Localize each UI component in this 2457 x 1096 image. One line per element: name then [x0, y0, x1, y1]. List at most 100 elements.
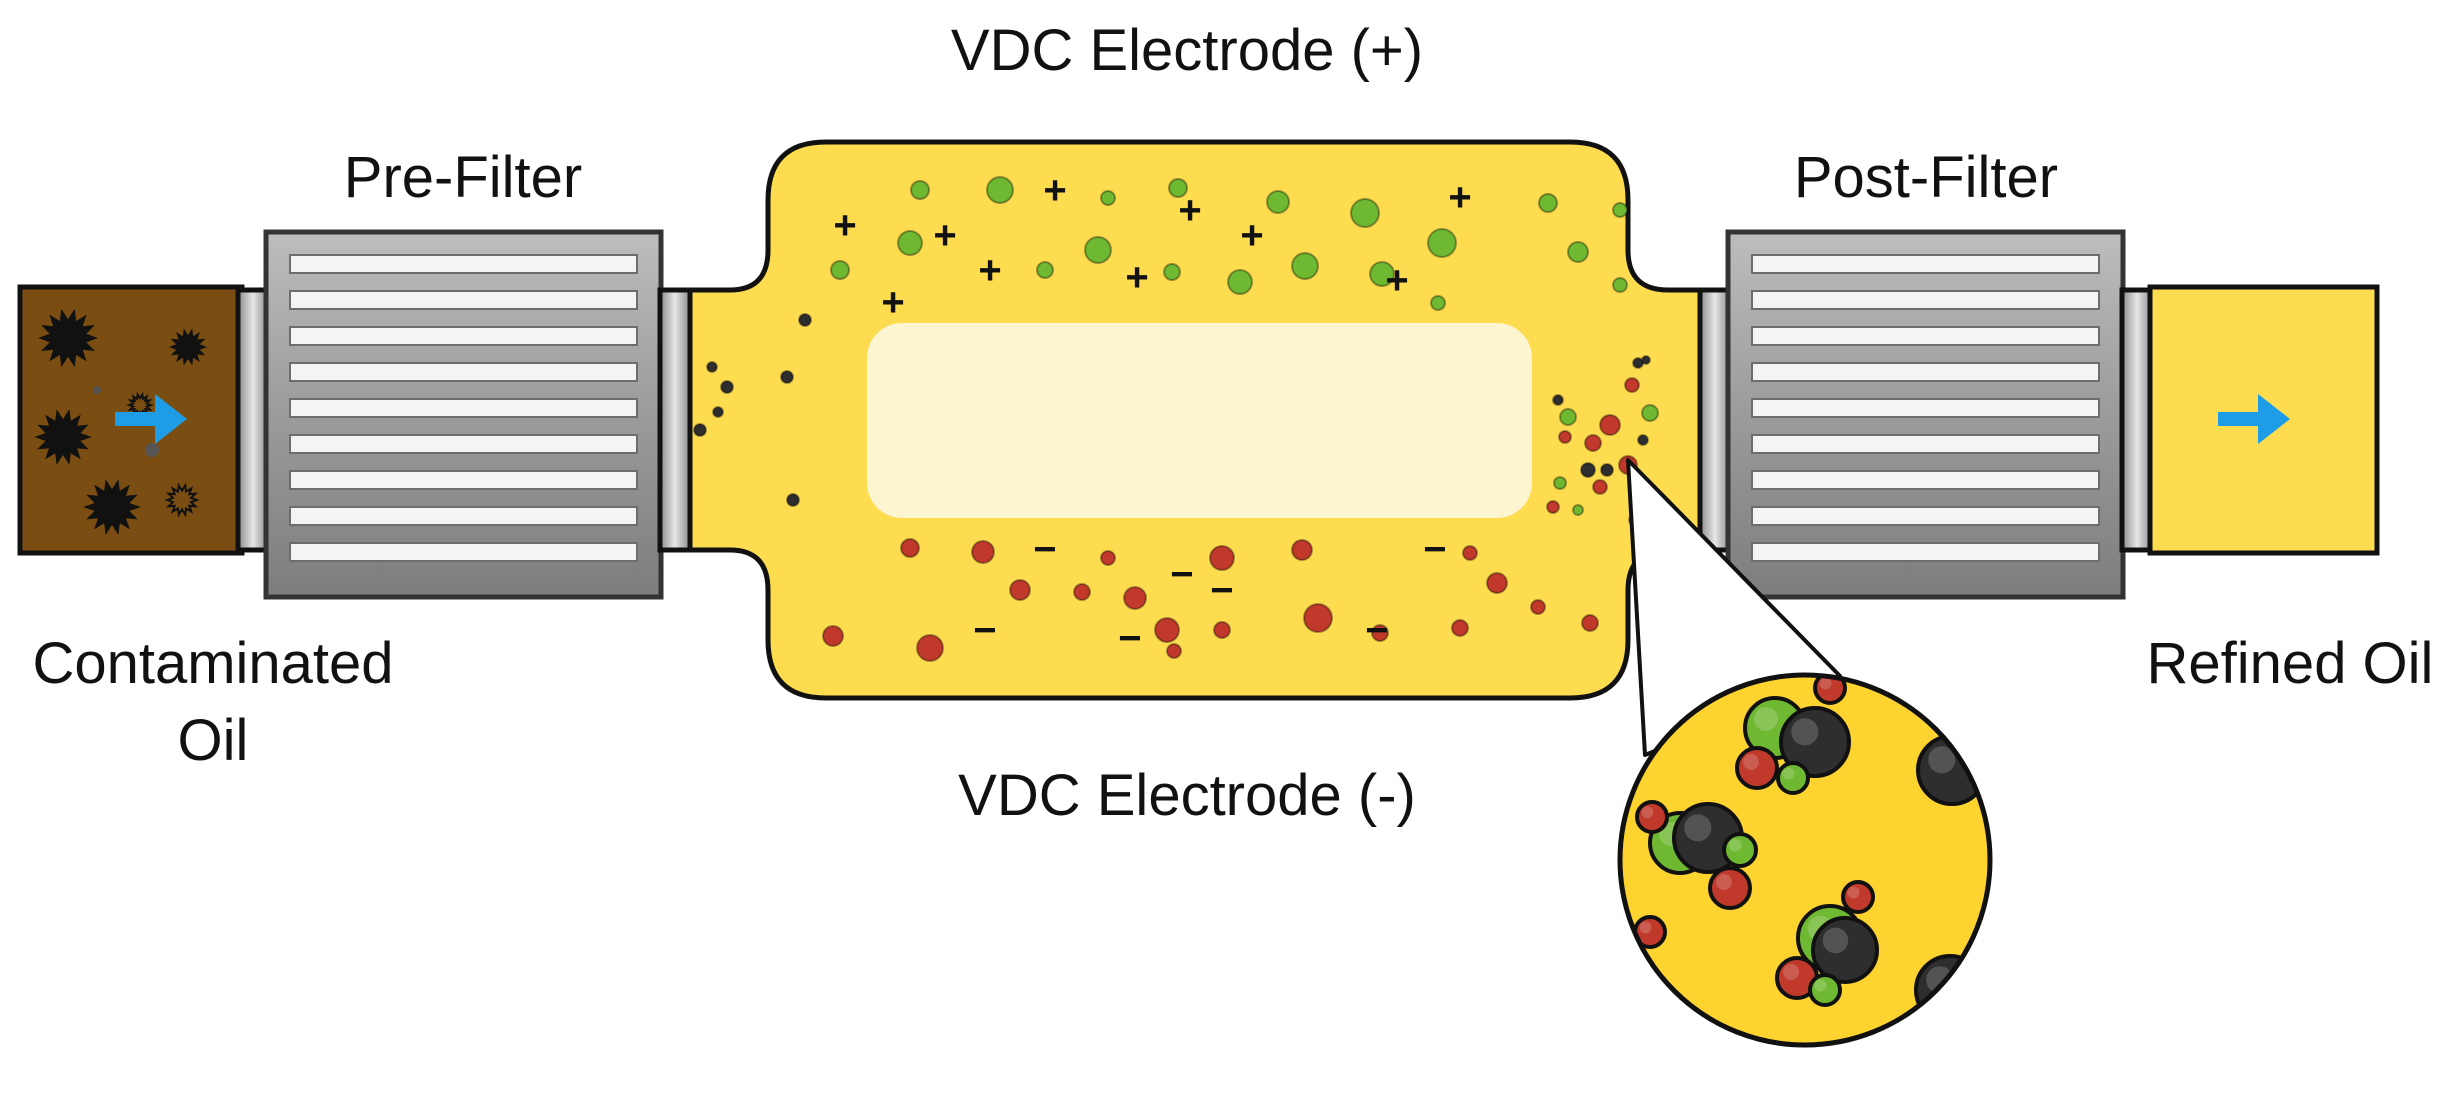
electrode-positive-label: VDC Electrode (+) — [951, 18, 1423, 83]
flow-arrow-icon — [2218, 394, 2290, 444]
magnified-particle — [1708, 866, 1752, 910]
negative-particle — [1166, 643, 1182, 659]
filter-fin — [1751, 470, 2100, 490]
particle-cluster-dot — [1580, 462, 1596, 478]
neutral-particle — [706, 361, 718, 373]
neutral-particle — [786, 493, 800, 507]
magnified-particle — [1808, 973, 1842, 1007]
particle-cluster-dot — [1641, 404, 1659, 422]
positive-particle — [1100, 190, 1116, 206]
contaminant-particle-icon — [126, 391, 154, 419]
filter-fin — [1751, 506, 2100, 526]
negative-particle — [1486, 572, 1508, 594]
positive-particle — [986, 176, 1014, 204]
neutral-particle — [720, 380, 734, 394]
particle-highlight — [1819, 677, 1832, 690]
post-filter-fins — [1751, 254, 2100, 562]
post-filter-label: Post-Filter — [1794, 145, 2058, 210]
contaminant-particle-icon — [145, 443, 159, 457]
negative-particle — [1209, 545, 1235, 571]
particle-highlight — [1814, 979, 1827, 992]
filter-fin — [289, 362, 638, 382]
particle-highlight — [1847, 886, 1860, 899]
pre-filter-collar-left — [235, 287, 271, 553]
filter-fin — [1751, 542, 2100, 562]
filter-fin — [289, 506, 638, 526]
contaminated-oil-label-line2: Oil — [178, 708, 249, 773]
positive-charge-symbol: + — [978, 249, 1001, 293]
negative-charge-symbol: − — [1365, 609, 1388, 653]
chamber-highlight — [867, 323, 1532, 518]
positive-charge-symbol: + — [1385, 259, 1408, 303]
filter-fin — [1751, 326, 2100, 346]
particle-cluster-dot — [1546, 500, 1560, 514]
negative-particle — [1462, 545, 1478, 561]
negative-charge-symbol: − — [1423, 528, 1446, 572]
filter-fin — [289, 326, 638, 346]
refined-oil-label: Refined Oil — [2147, 631, 2434, 696]
magnified-particle — [1722, 832, 1758, 868]
negative-charge-symbol: − — [1210, 569, 1233, 613]
filter-fin — [1751, 398, 2100, 418]
negative-particle — [1073, 583, 1091, 601]
positive-particle — [830, 260, 850, 280]
negative-particle — [1291, 539, 1313, 561]
contaminated-oil-label-line1: Contaminated — [32, 631, 393, 696]
negative-particle — [1213, 621, 1231, 639]
magnified-particle — [1841, 880, 1875, 914]
positive-particle — [1266, 190, 1290, 214]
positive-particle — [1163, 263, 1181, 281]
contaminant-particle-icon — [83, 479, 141, 535]
particle-highlight — [1716, 874, 1732, 890]
neutral-particle — [1641, 355, 1651, 365]
positive-charge-symbol: + — [1043, 169, 1066, 213]
positive-particle — [1350, 198, 1380, 228]
negative-particle — [900, 538, 920, 558]
particle-highlight — [1639, 921, 1652, 934]
positive-charge-symbol: + — [1125, 256, 1148, 300]
filter-fin — [1751, 362, 2100, 382]
filter-fin — [289, 398, 638, 418]
negative-charge-symbol: − — [1170, 553, 1193, 597]
negative-particle — [1154, 617, 1180, 643]
positive-particle — [1291, 252, 1319, 280]
negative-particle — [1530, 599, 1546, 615]
magnified-particle — [1811, 916, 1879, 984]
positive-charge-symbol: + — [1240, 214, 1263, 258]
positive-charge-symbol: + — [1178, 189, 1201, 233]
particle-highlight — [1928, 746, 1956, 774]
contaminant-particle-icon — [93, 386, 101, 394]
negative-particle — [1581, 614, 1599, 632]
electrode-negative-label: VDC Electrode (-) — [958, 763, 1416, 828]
charge-symbols: ++++++++++−−−−−−− — [833, 169, 1471, 661]
magnified-particle-clusters — [1633, 675, 1988, 1026]
magnifier-callout-rim — [1617, 672, 1993, 1048]
pre-filter-collar-right — [657, 287, 693, 553]
contaminant-particle-icon — [164, 482, 200, 518]
pre-filter-label: Pre-Filter — [344, 145, 582, 210]
particle-cluster-dot — [1572, 504, 1584, 516]
magnified-particle — [1735, 746, 1779, 790]
negative-particle — [971, 540, 995, 564]
particle-highlight — [1728, 838, 1742, 852]
flow-arrow-icon — [115, 394, 187, 444]
particle-highlight — [1782, 767, 1795, 780]
negative-charge-symbol: − — [973, 609, 996, 653]
positive-charge-symbol: + — [1448, 176, 1471, 220]
neutral-particle — [1600, 463, 1614, 477]
magnifier-callout — [1620, 675, 1990, 1045]
magnified-particle — [1635, 800, 1669, 834]
particle-highlight — [1684, 814, 1712, 842]
particle-highlight — [1783, 964, 1799, 980]
negative-particle — [916, 634, 944, 662]
negative-particle — [1123, 586, 1147, 610]
filter-fin — [1751, 434, 2100, 454]
contaminant-particle-icon — [168, 328, 208, 366]
neutral-particle — [780, 370, 794, 384]
negative-charge-symbol: − — [1033, 528, 1056, 572]
positive-charge-symbol: + — [881, 281, 904, 325]
positive-particle — [1369, 261, 1395, 287]
contaminant-particle-icon — [38, 308, 98, 368]
positive-particle — [1538, 193, 1558, 213]
neutral-particle — [712, 406, 724, 418]
